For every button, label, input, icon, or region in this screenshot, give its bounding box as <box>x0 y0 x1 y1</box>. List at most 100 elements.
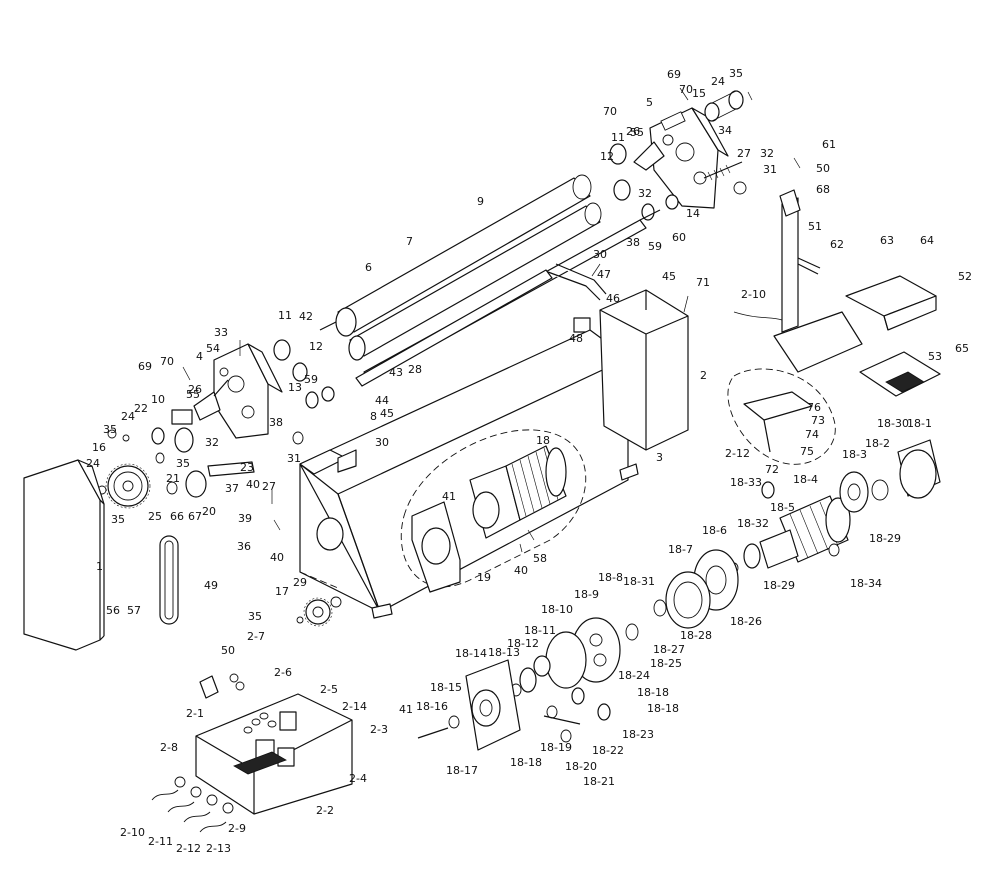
callout-label: 2-11 <box>148 835 173 848</box>
callout-label: 18-14 <box>455 647 487 660</box>
callout-label: 35 <box>111 513 125 526</box>
callout-label: 18-20 <box>565 760 597 773</box>
callout-label: 75 <box>800 445 814 458</box>
callout-label: 18-18 <box>647 702 679 715</box>
callout-label: 2-5 <box>320 683 338 696</box>
shaft-sleeve-15 <box>704 90 744 122</box>
callout-label: 26 <box>188 383 202 396</box>
callout-label: 65 <box>955 342 969 355</box>
callout-label: 17 <box>275 585 289 598</box>
callout-label: 9 <box>477 195 484 208</box>
callout-label: 30 <box>375 436 389 449</box>
callout-label: 61 <box>822 138 836 151</box>
callout-label: 18-22 <box>592 744 624 757</box>
plug-50-lower <box>199 673 245 699</box>
callout-labels: 69 35 24 70 15 5 34 55 70 11 26 12 27 32… <box>86 67 972 855</box>
callout-label: 54 <box>206 342 220 355</box>
callout-label: 35 <box>248 610 262 623</box>
callout-label: 18-5 <box>770 501 795 514</box>
capacitor-18-33 <box>761 481 840 557</box>
callout-label: 53 <box>928 350 942 363</box>
callout-label: 28 <box>408 363 422 376</box>
callout-label: 49 <box>204 579 218 592</box>
callout-label: 44 <box>375 394 389 407</box>
callout-label: 11 <box>611 131 625 144</box>
callout-label: 18-33 <box>730 476 762 489</box>
callout-label: 5 <box>646 96 653 109</box>
handle-26-left <box>193 379 229 421</box>
callout-label: 10 <box>151 393 165 406</box>
callout-label: 18-25 <box>650 657 682 670</box>
callout-label: 76 <box>807 401 821 414</box>
callout-label: 13 <box>288 381 302 394</box>
gear-18-12 <box>510 655 551 697</box>
side-frame-right <box>649 107 729 209</box>
callout-label: 63 <box>880 234 894 247</box>
callout-label: 67 <box>188 510 202 523</box>
callout-label: 2 <box>700 369 707 382</box>
callout-label: 18-17 <box>446 764 478 777</box>
stand-post-51 <box>733 189 863 373</box>
cable-glands-2-8 <box>151 776 234 833</box>
callout-label: 2-2 <box>316 804 334 817</box>
callout-label: 69 <box>138 360 152 373</box>
callout-label: 32 <box>638 187 652 200</box>
callout-label: 50 <box>221 644 235 657</box>
callout-label: 52 <box>958 270 972 283</box>
callout-label: 18-18 <box>510 756 542 769</box>
callout-label: 2-12 <box>725 447 750 460</box>
callout-label: 29 <box>293 576 307 589</box>
callout-label: 40 <box>270 551 284 564</box>
rotor-18-5 <box>729 529 799 574</box>
callout-label: 21 <box>166 472 180 485</box>
callout-label: 18-24 <box>618 669 650 682</box>
callout-label: 18-2 <box>865 437 890 450</box>
callout-label: 43 <box>389 366 403 379</box>
gear-cluster-left <box>151 409 255 498</box>
callout-label: 1 <box>96 560 103 573</box>
callout-label: 18-16 <box>416 700 448 713</box>
callout-label: 38 <box>269 416 283 429</box>
bolt-27 <box>703 161 747 195</box>
callout-label: 18-29 <box>869 532 901 545</box>
callout-label: 15 <box>692 87 706 100</box>
callout-label: 18-11 <box>524 624 556 637</box>
callout-label: 20 <box>202 505 216 518</box>
callout-label: 18-34 <box>850 577 882 590</box>
motor-18 <box>469 445 567 539</box>
callout-label: 2-8 <box>160 741 178 754</box>
bushing-11-upper <box>609 141 679 221</box>
side-frame-left <box>213 343 283 439</box>
callout-label: 24 <box>711 75 725 88</box>
lever-arm-47 <box>547 263 607 333</box>
pedal-cover-52 <box>845 275 937 331</box>
callout-label: 66 <box>170 510 184 523</box>
callout-label: 2-7 <box>247 630 265 643</box>
callout-label: 59 <box>648 240 662 253</box>
callout-label: 2-3 <box>370 723 388 736</box>
callout-label: 59 <box>304 373 318 386</box>
callout-label: 18-4 <box>793 473 818 486</box>
callout-label: 31 <box>287 452 301 465</box>
callout-label: 2-9 <box>228 822 246 835</box>
sprocket-17 <box>296 596 342 627</box>
sprocket-16 <box>105 463 151 509</box>
gear-housing-18-7 <box>625 571 711 641</box>
motor-group-outline <box>400 429 587 588</box>
callout-label: 41 <box>442 490 456 503</box>
callout-label: 34 <box>718 124 732 137</box>
callout-label: 6 <box>365 261 372 274</box>
callout-label: 70 <box>160 355 174 368</box>
callout-label: 36 <box>237 540 251 553</box>
bar-28 <box>355 269 553 387</box>
callout-label: 72 <box>765 463 779 476</box>
callout-label: 18-19 <box>540 741 572 754</box>
callout-label: 50 <box>816 162 830 175</box>
chain-49 <box>159 535 179 625</box>
callout-label: 18-1 <box>907 417 932 430</box>
callout-label: 58 <box>533 552 547 565</box>
callout-label: 18-28 <box>680 629 712 642</box>
callout-label: 16 <box>92 441 106 454</box>
callout-label: 8 <box>370 410 377 423</box>
callout-label: 41 <box>399 703 413 716</box>
